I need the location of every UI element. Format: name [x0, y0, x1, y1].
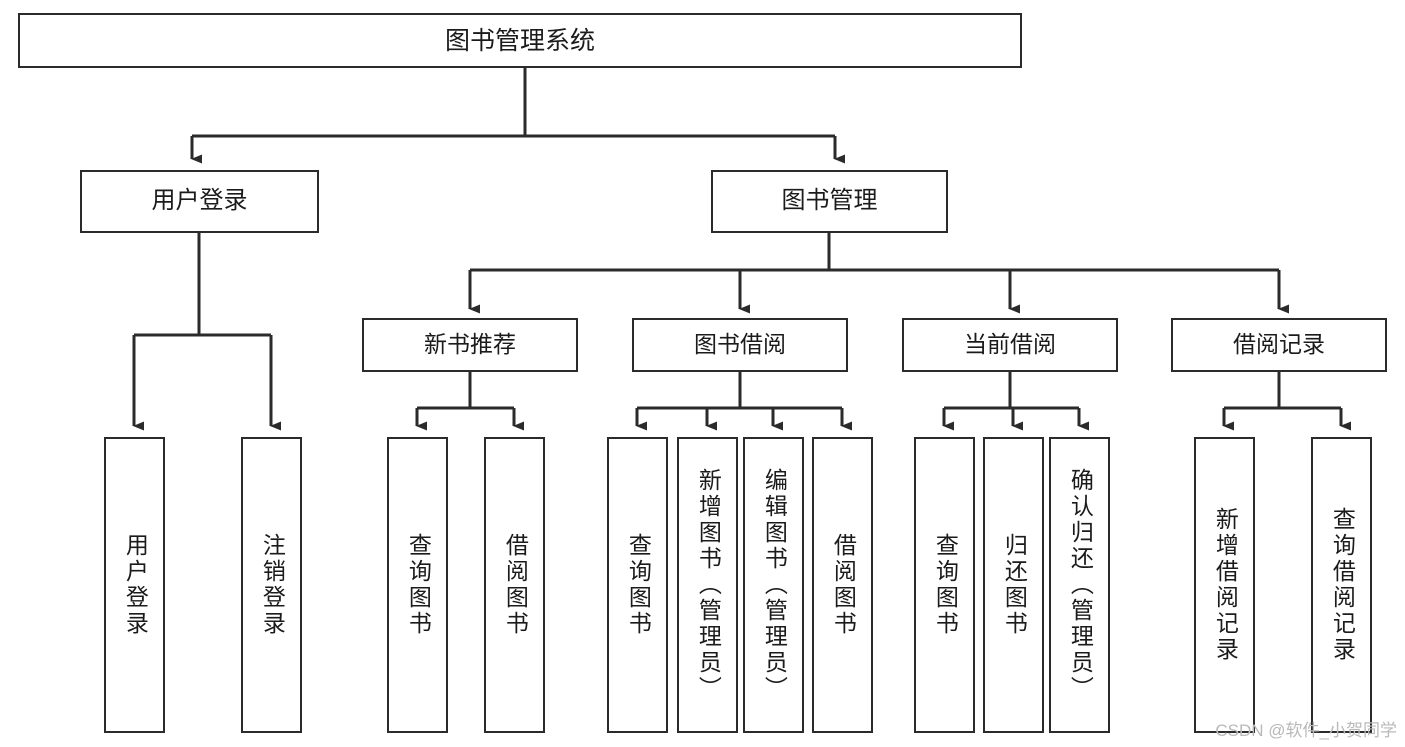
node-label: 图书借阅 — [694, 331, 786, 358]
node-label: 查询借阅记录 — [1329, 507, 1356, 663]
node-label: 图书管理 — [781, 187, 878, 215]
node-label: 借阅图书 — [830, 533, 857, 637]
node-borrow-record[interactable]: 借阅记录 — [1171, 318, 1387, 372]
leaf-borrow-record-query[interactable]: 查询借阅记录 — [1311, 437, 1372, 733]
leaf-borrow-record-add[interactable]: 新增借阅记录 — [1194, 437, 1255, 733]
node-label: 新增借阅记录 — [1212, 507, 1239, 663]
node-label: 当前借阅 — [964, 331, 1056, 358]
node-label: 新增图书（管理员） — [695, 468, 722, 702]
node-label: 注销登录 — [259, 533, 286, 637]
leaf-current-borrow-query[interactable]: 查询图书 — [914, 437, 975, 733]
leaf-user-login-logout[interactable]: 注销登录 — [241, 437, 302, 733]
node-label: 确认归还（管理员） — [1067, 468, 1094, 702]
leaf-book-borrow-add[interactable]: 新增图书（管理员） — [677, 437, 738, 733]
node-label: 查询图书 — [625, 533, 652, 637]
node-new-book-recommend[interactable]: 新书推荐 — [362, 318, 578, 372]
node-label: 查询图书 — [932, 533, 959, 637]
node-label: 用户登录 — [151, 187, 248, 215]
node-current-borrow[interactable]: 当前借阅 — [902, 318, 1118, 372]
leaf-book-borrow-edit[interactable]: 编辑图书（管理员） — [743, 437, 804, 733]
leaf-new-book-query[interactable]: 查询图书 — [387, 437, 448, 733]
leaf-user-login-login[interactable]: 用户登录 — [104, 437, 165, 733]
leaf-current-borrow-return[interactable]: 归还图书 — [983, 437, 1044, 733]
node-user-login[interactable]: 用户登录 — [80, 170, 319, 233]
leaf-current-borrow-confirm-return[interactable]: 确认归还（管理员） — [1049, 437, 1110, 733]
node-label: 归还图书 — [1001, 533, 1028, 637]
leaf-book-borrow-query[interactable]: 查询图书 — [607, 437, 668, 733]
node-book-management[interactable]: 图书管理 — [711, 170, 948, 233]
node-label: 用户登录 — [122, 533, 149, 637]
node-root-system[interactable]: 图书管理系统 — [18, 13, 1022, 68]
leaf-new-book-borrow[interactable]: 借阅图书 — [484, 437, 545, 733]
node-label: 查询图书 — [405, 533, 432, 637]
node-label: 借阅记录 — [1233, 331, 1325, 358]
leaf-book-borrow-borrow[interactable]: 借阅图书 — [812, 437, 873, 733]
node-label: 借阅图书 — [502, 533, 529, 637]
node-label: 图书管理系统 — [444, 26, 595, 55]
node-label: 新书推荐 — [424, 331, 516, 358]
node-book-borrow[interactable]: 图书借阅 — [632, 318, 848, 372]
node-label: 编辑图书（管理员） — [761, 468, 788, 702]
